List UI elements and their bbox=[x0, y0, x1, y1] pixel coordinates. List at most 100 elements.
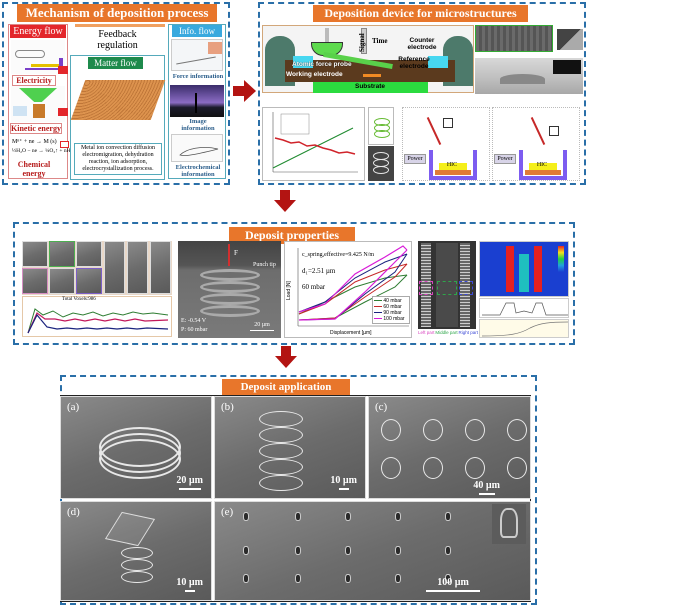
flow-arrow-icon bbox=[58, 108, 68, 116]
mechanism-title: Mechanism of deposition process bbox=[17, 4, 217, 22]
panel-d-label: (d) bbox=[67, 506, 80, 518]
application-title: Deposit application bbox=[222, 379, 350, 395]
force-info-image bbox=[171, 39, 223, 71]
pillar bbox=[345, 574, 351, 583]
substrate-label: Substrate bbox=[355, 83, 385, 90]
feedback-arrow-icon bbox=[75, 24, 165, 27]
device-panel bbox=[258, 2, 586, 185]
tip-sem-image bbox=[557, 29, 583, 50]
left-part-label: Left part bbox=[418, 330, 435, 335]
pillar bbox=[345, 546, 351, 555]
pillar bbox=[445, 546, 451, 555]
force-info-label: Force information bbox=[172, 73, 224, 80]
device-title: Deposition device for microstructures bbox=[313, 5, 528, 22]
pillar bbox=[395, 546, 401, 555]
panel-b-label: (b) bbox=[221, 401, 234, 413]
part-labels-row: Left part Middle part Right part bbox=[418, 330, 478, 338]
sem-panel-a: (a) 20 µm bbox=[60, 396, 212, 499]
voltage-label: E: -0.54 V bbox=[181, 318, 207, 324]
signal-label: Signal bbox=[358, 33, 366, 52]
flow-arrow-icon bbox=[60, 141, 69, 148]
equation-1: Mⁿ⁺ + ne → M (s) bbox=[12, 139, 57, 145]
mechanism-panel bbox=[2, 2, 230, 185]
counter-electrode-label: Counter electrode bbox=[407, 37, 437, 51]
pillar bbox=[295, 546, 301, 555]
electricity-illustration bbox=[11, 40, 65, 74]
force-label: F bbox=[234, 249, 238, 257]
process-text: Metal ion convection diffusion electromi… bbox=[74, 143, 162, 175]
coil-model-image bbox=[368, 107, 394, 145]
punch-scale-bar: 20 µm bbox=[250, 322, 274, 331]
coil-sem-image bbox=[368, 146, 394, 181]
sem-panel-c: (c) 40 µm bbox=[368, 396, 531, 499]
voxel-count-label: Total Voxels:986 bbox=[62, 297, 96, 302]
panel-b-scale: 10 µm bbox=[330, 475, 357, 490]
panel-d-scale: 10 µm bbox=[176, 577, 203, 592]
right-part-label: Right part bbox=[458, 330, 478, 335]
panel-a-label: (a) bbox=[67, 401, 80, 413]
panel-a-scale: 20 µm bbox=[176, 475, 203, 490]
time-label: Time bbox=[372, 37, 388, 45]
matter-flow-label: Matter flow bbox=[88, 57, 143, 69]
image-info-label: Image information bbox=[181, 118, 215, 132]
energy-flow-label: Energy flow bbox=[10, 25, 66, 38]
afm-cell-illustration bbox=[262, 25, 474, 93]
right-arrow-icon bbox=[233, 86, 245, 96]
pillar bbox=[395, 574, 401, 583]
feedback-label: Feedback regulation bbox=[97, 29, 138, 51]
height-profile-chart bbox=[479, 298, 569, 318]
deposit-profile-sem-image bbox=[475, 58, 583, 94]
chart-legend: 40 mbar 60 mbar 90 mbar 100 mbar bbox=[372, 296, 410, 324]
deposition-time-chart bbox=[262, 107, 365, 181]
d1-label: d₁=2.51 µm bbox=[302, 267, 336, 275]
schematic-1 bbox=[402, 107, 490, 181]
electrochem-chart-image bbox=[171, 134, 223, 162]
working-electrode-label: Working electrode bbox=[286, 71, 343, 78]
punch-sem-image bbox=[178, 241, 281, 338]
legend-item: 60 mbar bbox=[374, 304, 408, 310]
afm-probe-label: Atomic force probe bbox=[292, 61, 352, 68]
chart-pressure-label: 60 mbar bbox=[302, 283, 326, 291]
pillar bbox=[295, 574, 301, 583]
legend-item: 40 mbar bbox=[374, 298, 408, 304]
legend-item: 90 mbar bbox=[374, 310, 408, 316]
punch-tip-label: Punch tip bbox=[253, 262, 276, 268]
pillar bbox=[445, 512, 451, 521]
lattice-illustration bbox=[70, 80, 166, 120]
power-label-2: Power bbox=[494, 154, 516, 164]
reference-electrode-label: Reference electrode bbox=[398, 56, 430, 70]
hic-label-2: HIC bbox=[536, 162, 548, 168]
panel-c-scale: 40 µm bbox=[473, 480, 500, 495]
cantilever-strip-sem bbox=[418, 241, 476, 329]
height-heatmap bbox=[479, 241, 569, 297]
pressure-label: P: 60 mbar bbox=[181, 327, 208, 333]
down-arrow-head-icon bbox=[275, 356, 297, 368]
cumulative-chart bbox=[479, 319, 569, 338]
electrochem-info-label: Electrochemical information bbox=[175, 164, 221, 178]
chart-xlabel: Displacement [µm] bbox=[330, 330, 372, 336]
power-label-1: Power bbox=[404, 154, 426, 164]
sem-panel-b: (b) 10 µm bbox=[214, 396, 366, 499]
right-arrow-head-icon bbox=[244, 80, 256, 102]
hic-label-1: HIC bbox=[446, 162, 458, 168]
pillar bbox=[243, 512, 249, 521]
chemical-energy-label: Chemical energy bbox=[17, 160, 51, 178]
legend-item: 100 mbar bbox=[374, 316, 408, 322]
electricity-label: Electricity bbox=[12, 75, 56, 86]
pillar-inset bbox=[492, 504, 526, 544]
cantilever-sem-image bbox=[475, 25, 553, 52]
pillar bbox=[295, 512, 301, 521]
equation-2: ½H₂O − ne → ¼O₂↑ + nH⁺ bbox=[12, 148, 74, 154]
chart-ylabel: Load [N] bbox=[286, 281, 292, 300]
down-arrow-head-icon bbox=[274, 200, 296, 212]
image-info-image bbox=[170, 85, 224, 117]
properties-title: Deposit properties bbox=[229, 227, 355, 244]
down-arrow-icon bbox=[280, 190, 290, 201]
schematic-2 bbox=[492, 107, 580, 181]
pillar bbox=[345, 512, 351, 521]
panel-c-label: (c) bbox=[375, 401, 388, 413]
pillar bbox=[395, 512, 401, 521]
info-flow-label: Info. flow bbox=[172, 25, 222, 37]
sem-panel-e: (e) 100 µm bbox=[214, 501, 531, 601]
properties-panel bbox=[13, 222, 575, 345]
